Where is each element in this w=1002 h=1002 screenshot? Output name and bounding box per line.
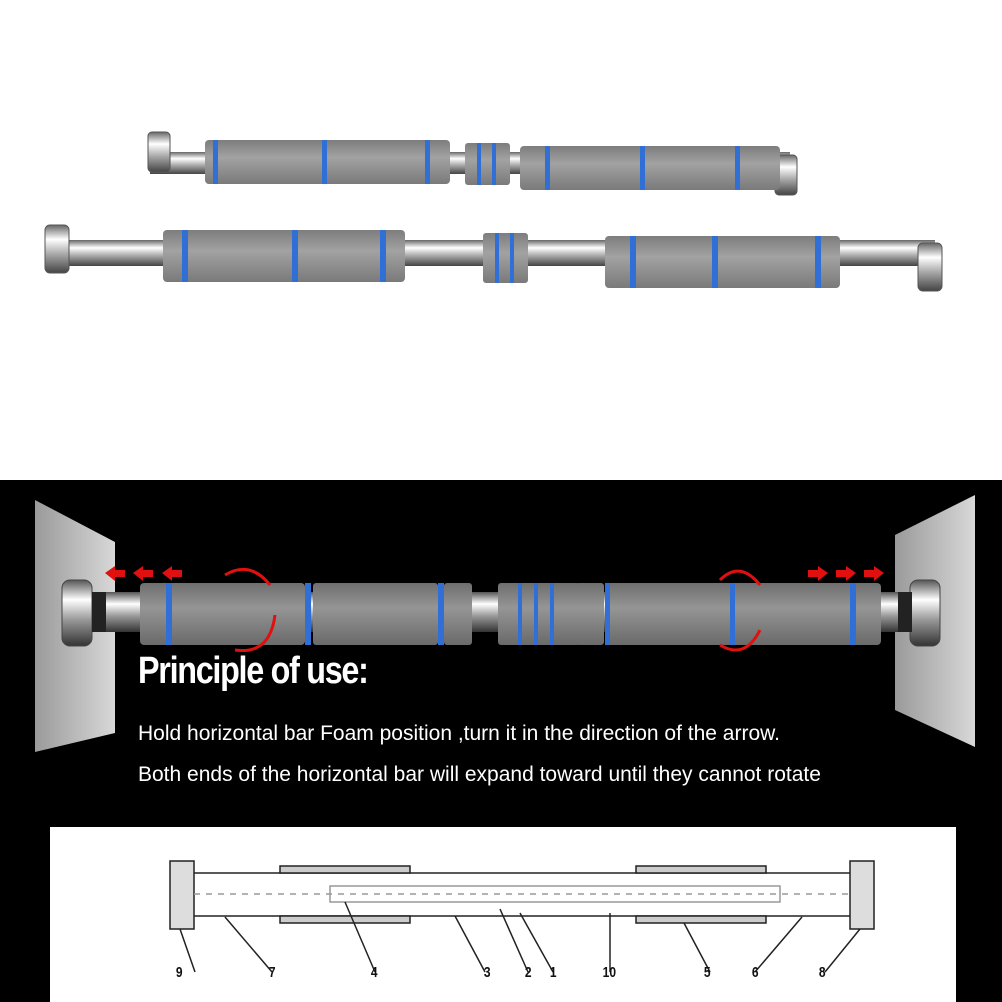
part-number: 2 [524, 964, 532, 981]
part-number: 9 [175, 964, 183, 981]
instructions-heading: Principle of use: [138, 650, 369, 692]
parts-diagram-drawing [169, 860, 875, 973]
part-number: 5 [703, 964, 711, 981]
product-photo [0, 0, 1002, 480]
instruction-line-1: Hold horizontal bar Foam position ,turn … [138, 722, 780, 745]
part-number: 7 [268, 964, 276, 981]
instruction-line-2: Both ends of the horizontal bar will exp… [138, 763, 821, 786]
part-number: 3 [483, 964, 491, 981]
part-number: 8 [818, 964, 826, 981]
parts-diagram: 9 7 4 3 2 1 10 5 6 8 [50, 827, 956, 1002]
part-number: 6 [751, 964, 759, 981]
short-bar [147, 131, 798, 196]
pull-up-bars-illustration [44, 131, 943, 292]
long-bar [44, 224, 943, 292]
part-number: 1 [549, 964, 557, 981]
part-number: 10 [602, 964, 617, 981]
part-number: 4 [370, 964, 378, 981]
